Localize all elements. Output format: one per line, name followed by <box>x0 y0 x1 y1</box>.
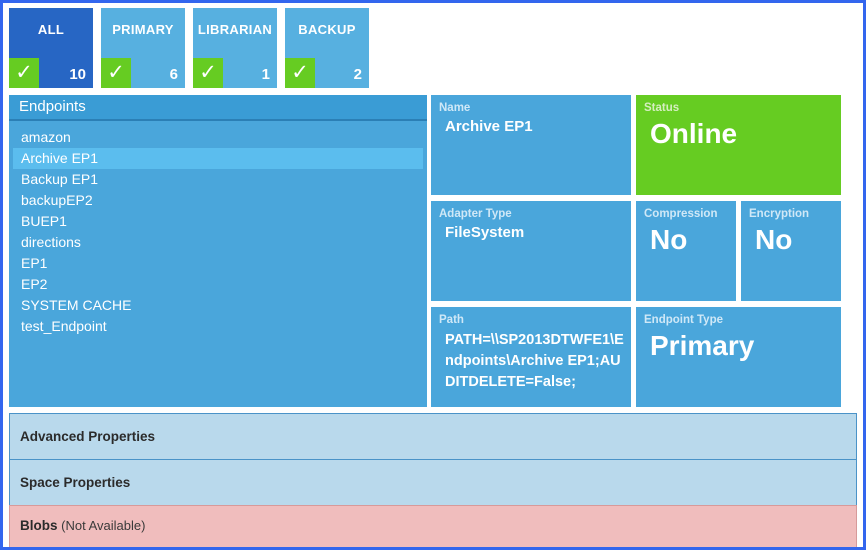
detail-tile-label: Path <box>439 314 464 326</box>
panel-title: Advanced Properties <box>20 429 156 444</box>
detail-tile-compression[interactable]: Compression No <box>636 201 736 301</box>
filter-tile-backup[interactable]: BACKUP ✓ 2 <box>285 8 369 88</box>
detail-tile-label: Endpoint Type <box>644 314 724 326</box>
detail-tile-value: Primary <box>650 330 755 361</box>
detail-tile-name[interactable]: Name Archive EP1 <box>431 95 631 195</box>
endpoints-list-body: amazon Archive EP1 Backup EP1 backupEP2 … <box>9 121 427 337</box>
panel-availability-note: (Not Available) <box>57 518 146 533</box>
panel-blobs[interactable]: Blobs (Not Available) <box>9 505 857 547</box>
filter-tile-all[interactable]: ALL ✓ 10 <box>9 8 93 88</box>
detail-tile-value: PATH=\\SP2013DTWFE1\Endpoints\Archive EP… <box>445 332 624 390</box>
panel-space-properties[interactable]: Space Properties <box>9 459 857 506</box>
detail-tile-endpoint-type[interactable]: Endpoint Type Primary <box>636 307 841 407</box>
list-item[interactable]: SYSTEM CACHE <box>21 297 132 313</box>
check-icon[interactable]: ✓ <box>193 58 223 88</box>
detail-tile-path[interactable]: Path PATH=\\SP2013DTWFE1\Endpoints\Archi… <box>431 307 631 407</box>
filter-tile-label: BACKUP <box>298 22 356 37</box>
filter-tile-label: PRIMARY <box>112 22 174 37</box>
detail-tile-value: Archive EP1 <box>445 118 533 135</box>
detail-tile-value: No <box>650 224 688 255</box>
list-item[interactable]: amazon <box>21 129 71 145</box>
status-badge: Online <box>650 118 738 149</box>
detail-tile-value: FileSystem <box>445 224 525 241</box>
filter-tile-count: 10 <box>69 66 86 83</box>
detail-tile-status[interactable]: Status Online <box>636 95 841 195</box>
filter-tile-count: 2 <box>353 66 362 83</box>
detail-tile-label: Name <box>439 102 471 114</box>
detail-tile-value: No <box>755 224 793 255</box>
panel-title-text: Blobs <box>20 518 58 533</box>
filter-tile-primary[interactable]: PRIMARY ✓ 6 <box>101 8 185 88</box>
list-item[interactable]: EP1 <box>21 255 48 271</box>
detail-tile-label: Adapter Type <box>439 208 512 220</box>
list-item[interactable]: test_Endpoint <box>21 318 107 334</box>
list-item[interactable]: directions <box>21 234 81 250</box>
check-icon[interactable]: ✓ <box>285 58 315 88</box>
list-item[interactable]: Archive EP1 <box>13 148 423 169</box>
endpoint-detail-tiles: Name Archive EP1 Status Online Adapter T… <box>431 95 863 407</box>
panel-title: Blobs (Not Available) <box>10 506 856 533</box>
filter-tile-label: LIBRARIAN <box>197 22 273 37</box>
panel-advanced-properties[interactable]: Advanced Properties <box>9 413 857 460</box>
list-item[interactable]: Backup EP1 <box>21 171 99 187</box>
panel-title: Space Properties <box>20 475 131 490</box>
detail-tile-label: Status <box>644 102 680 114</box>
endpoints-list-header: Endpoints <box>9 95 427 121</box>
check-icon[interactable]: ✓ <box>9 58 39 88</box>
list-item[interactable]: BUEP1 <box>21 213 67 229</box>
filter-tile-count: 1 <box>261 66 270 83</box>
filter-tile-librarian[interactable]: LIBRARIAN ✓ 1 <box>193 8 277 88</box>
detail-tile-encryption[interactable]: Encryption No <box>741 201 841 301</box>
filter-tile-label: ALL <box>37 22 65 37</box>
check-icon[interactable]: ✓ <box>101 58 131 88</box>
filter-tile-count: 6 <box>169 66 178 83</box>
list-item[interactable]: backupEP2 <box>21 192 93 208</box>
endpoints-list-panel: Endpoints amazon Archive EP1 Backup EP1 … <box>9 95 427 407</box>
list-item[interactable]: EP2 <box>21 276 48 292</box>
filter-tile-row: ALL ✓ 10 PRIMARY ✓ 6 LIBRARIAN ✓ 1 BACKU… <box>9 8 369 88</box>
detail-tile-label: Encryption <box>749 208 810 220</box>
detail-tile-adapter-type[interactable]: Adapter Type FileSystem <box>431 201 631 301</box>
detail-tile-label: Compression <box>644 208 718 220</box>
